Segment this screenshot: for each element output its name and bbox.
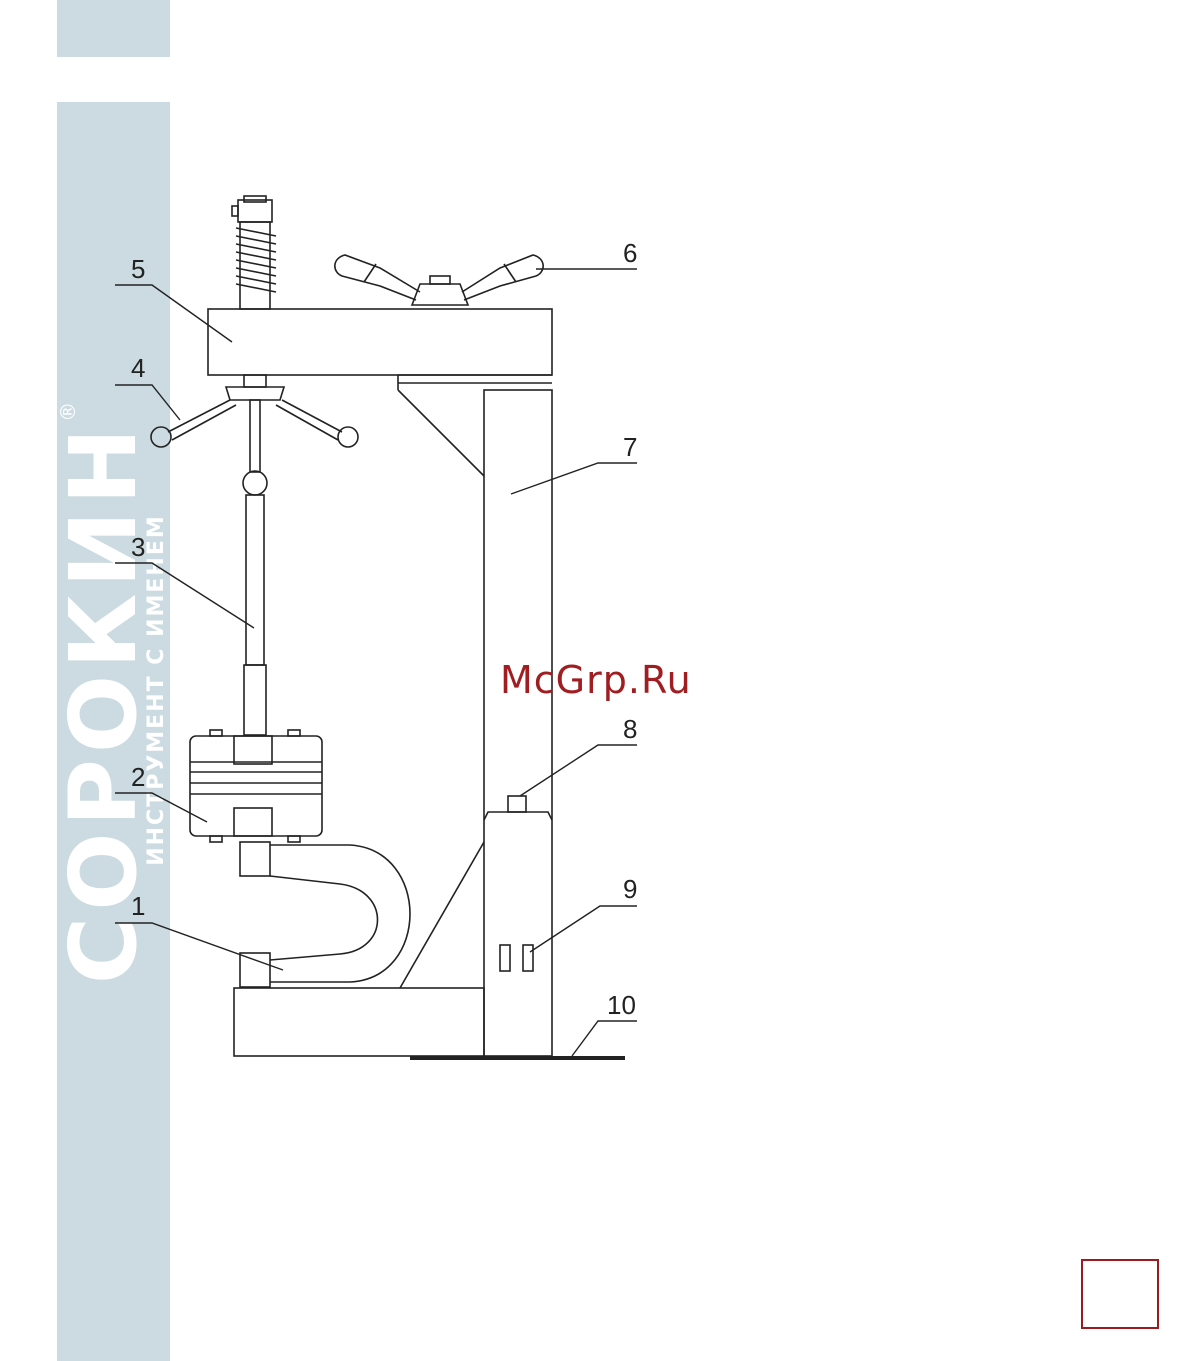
page-number-box: [1081, 1259, 1159, 1329]
callout-6: 6: [623, 238, 637, 268]
callout-10: 10: [607, 990, 636, 1020]
callout-9: 9: [623, 874, 637, 904]
clamp-tool: [190, 730, 322, 842]
callout-labels: 1 2 3 4 5 6 7 8 9 10: [131, 238, 637, 1020]
callout-2: 2: [131, 762, 145, 792]
top-spring: [232, 196, 276, 309]
callout-1: 1: [131, 891, 145, 921]
callout-4: 4: [131, 353, 145, 383]
wing-handle: [335, 255, 543, 305]
column: [398, 375, 552, 1056]
top-arm: [208, 309, 552, 375]
base-block: [234, 988, 625, 1058]
main-shaft: [243, 400, 267, 735]
callout-5: 5: [131, 254, 145, 284]
callout-7: 7: [623, 432, 637, 462]
lower-handle: [151, 375, 358, 447]
callout-8: 8: [623, 714, 637, 744]
watermark-text: McGrp.Ru: [500, 658, 692, 702]
curved-pipe: [240, 842, 410, 987]
callout-3: 3: [131, 532, 145, 562]
